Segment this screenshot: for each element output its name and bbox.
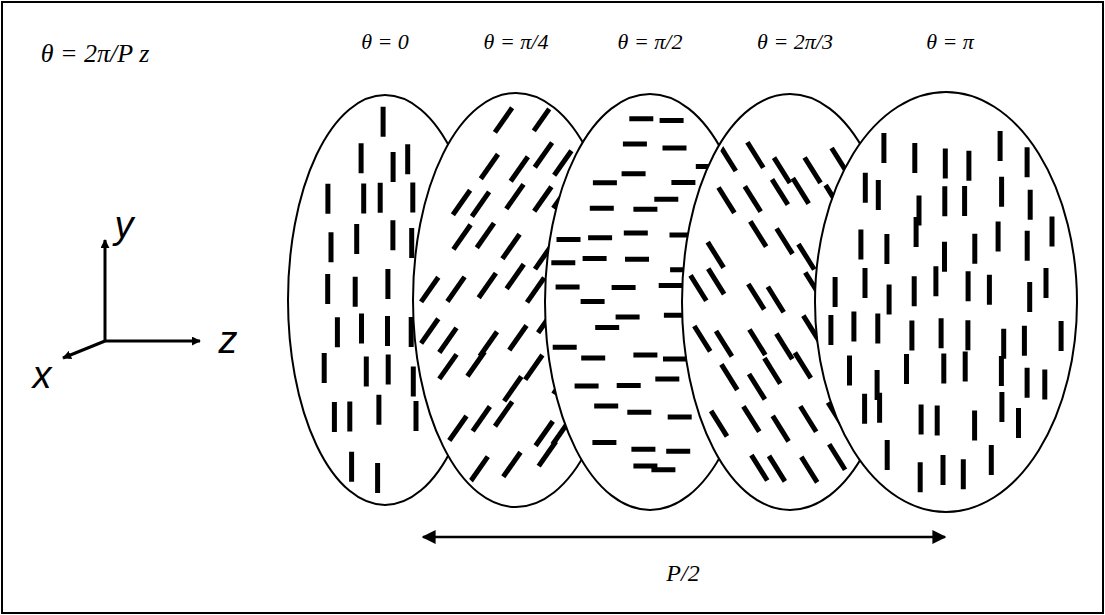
angle-label: θ = 0 <box>361 30 409 54</box>
director-layers <box>288 92 1077 512</box>
dimension-label: P/2 <box>666 560 699 586</box>
angle-label: θ = 2π/3 <box>757 30 833 54</box>
angle-label: θ = π/4 <box>484 30 549 54</box>
pitch-arrow <box>423 536 945 539</box>
angle-label: θ = π/2 <box>618 30 683 54</box>
axis-label: z <box>219 320 238 362</box>
layer-4 <box>815 92 1077 512</box>
formula-label: θ = 2π/P z <box>41 40 150 69</box>
axes <box>63 240 200 358</box>
axis-label: y <box>115 205 134 247</box>
axis-label: x <box>33 355 52 397</box>
angle-label: θ = π <box>926 30 974 54</box>
